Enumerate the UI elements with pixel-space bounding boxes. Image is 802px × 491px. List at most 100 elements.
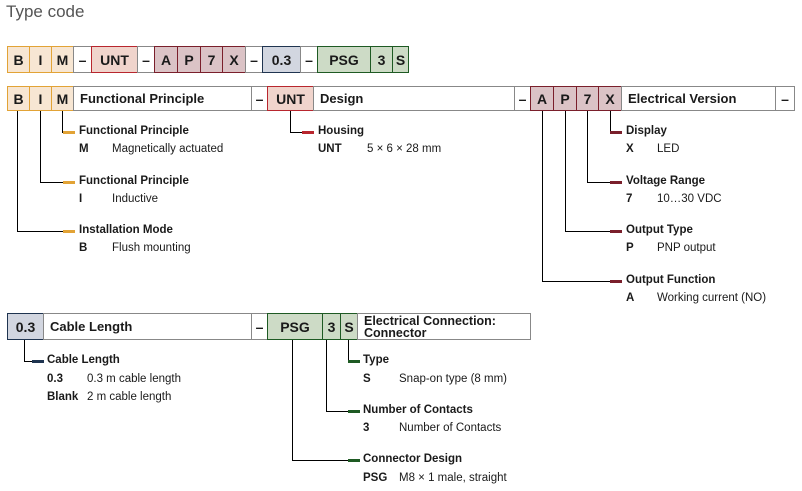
item-title: Housing	[318, 125, 364, 137]
connector-heading-line1: Electrical Connection:	[364, 313, 496, 328]
item-title: Functional Principle	[79, 125, 189, 137]
connector-line	[40, 111, 41, 183]
item-desc: PNP output	[657, 242, 716, 254]
connector-line	[17, 111, 18, 232]
design-heading: Design	[313, 86, 515, 111]
connector-line	[24, 361, 36, 362]
connector-line	[587, 182, 611, 183]
code-7: 7	[200, 46, 223, 73]
code-psg: PSG	[317, 46, 371, 73]
connector-code-3: 3	[322, 313, 341, 340]
electrical-heading: Electrical Version	[621, 86, 776, 111]
electrical-code-p: P	[553, 86, 577, 111]
item-code: I	[79, 193, 83, 205]
item-code: X	[626, 143, 634, 155]
connector-line	[542, 281, 611, 282]
electrical-code-x: X	[598, 86, 622, 111]
code-s: S	[392, 46, 409, 73]
item-title: Installation Mode	[79, 224, 173, 236]
item-title: Display	[626, 125, 667, 137]
marker-icon	[348, 360, 360, 363]
connector-line	[62, 111, 63, 133]
marker-icon	[63, 181, 75, 184]
connector-heading: Electrical Connection: Connector	[357, 313, 531, 340]
item-code: B	[79, 242, 88, 254]
functional-code-b: B	[7, 86, 30, 111]
item-title: Cable Length	[47, 354, 120, 366]
functional-code-i: I	[29, 86, 52, 111]
item-title: Output Function	[626, 274, 716, 286]
marker-icon	[610, 230, 622, 233]
marker-icon	[610, 181, 622, 184]
item-title: Type	[363, 354, 389, 366]
connector-code-s: S	[340, 313, 358, 340]
item-title: Connector Design	[363, 453, 463, 465]
connector-line	[292, 460, 348, 461]
item-desc: Snap-on type (8 mm)	[399, 373, 508, 385]
connector-line	[290, 111, 291, 133]
item-code: 7	[626, 193, 633, 205]
item-desc: Working current (NO)	[657, 292, 767, 304]
marker-icon	[63, 230, 75, 233]
marker-icon	[610, 280, 622, 283]
marker-icon	[32, 360, 44, 363]
item-code: PSG	[363, 472, 388, 484]
functional-code-m: M	[51, 86, 74, 111]
connector-line	[17, 231, 70, 232]
cable-code-0-3: 0.3	[7, 313, 44, 340]
item-desc: Flush mounting	[112, 242, 191, 254]
marker-icon	[610, 131, 622, 134]
separator-dash: –	[245, 46, 263, 73]
item-title: Number of Contacts	[363, 404, 473, 416]
item-desc: 10…30 VDC	[657, 193, 722, 205]
code-unt: UNT	[91, 46, 138, 73]
separator-dash: –	[73, 46, 92, 73]
connector-line	[326, 411, 348, 412]
connector-line	[565, 231, 611, 232]
connector-line	[610, 111, 611, 133]
item-desc: Number of Contacts	[399, 422, 502, 434]
code-0-3: 0.3	[262, 46, 301, 73]
item-code: P	[626, 242, 634, 254]
separator-dash: –	[251, 86, 268, 111]
item-title: Functional Principle	[79, 175, 189, 187]
item-code: 3	[363, 422, 370, 434]
code-a: A	[154, 46, 178, 73]
item-desc: M8 × 1 male, straight	[399, 472, 507, 484]
connector-line	[292, 340, 293, 461]
separator-dash: –	[300, 46, 318, 73]
item-desc: 2 m cable length	[87, 391, 172, 403]
connector-code-psg: PSG	[267, 313, 323, 340]
item-desc: 5 × 6 × 28 mm	[367, 143, 442, 155]
code-3: 3	[370, 46, 393, 73]
item-desc: Magnetically actuated	[112, 143, 224, 155]
connector-line	[565, 111, 566, 232]
marker-icon	[348, 410, 360, 413]
item-title: Output Type	[626, 224, 693, 236]
connector-line	[24, 340, 25, 362]
code-x: X	[222, 46, 246, 73]
item-desc: Inductive	[112, 193, 159, 205]
functional-heading: Functional Principle	[73, 86, 252, 111]
connector-line	[40, 182, 70, 183]
separator-dash: –	[251, 313, 268, 340]
connector-line	[542, 111, 543, 282]
item-code: UNT	[318, 143, 342, 155]
item-title: Voltage Range	[626, 175, 706, 187]
item-desc: LED	[657, 143, 680, 155]
marker-icon	[302, 131, 314, 134]
separator-dash: –	[137, 46, 155, 73]
separator-dash: –	[775, 86, 795, 111]
connector-line	[348, 340, 349, 362]
electrical-code-7: 7	[576, 86, 599, 111]
separator-dash: –	[514, 86, 531, 111]
marker-icon	[63, 131, 75, 134]
item-code: M	[79, 143, 89, 155]
page-title: Type code	[6, 2, 85, 21]
item-code: Blank	[47, 391, 79, 403]
code-p: P	[177, 46, 201, 73]
item-code: S	[363, 373, 371, 385]
marker-icon	[348, 459, 360, 462]
connector-heading-line2: Connector	[364, 325, 427, 340]
connector-line	[326, 340, 327, 412]
